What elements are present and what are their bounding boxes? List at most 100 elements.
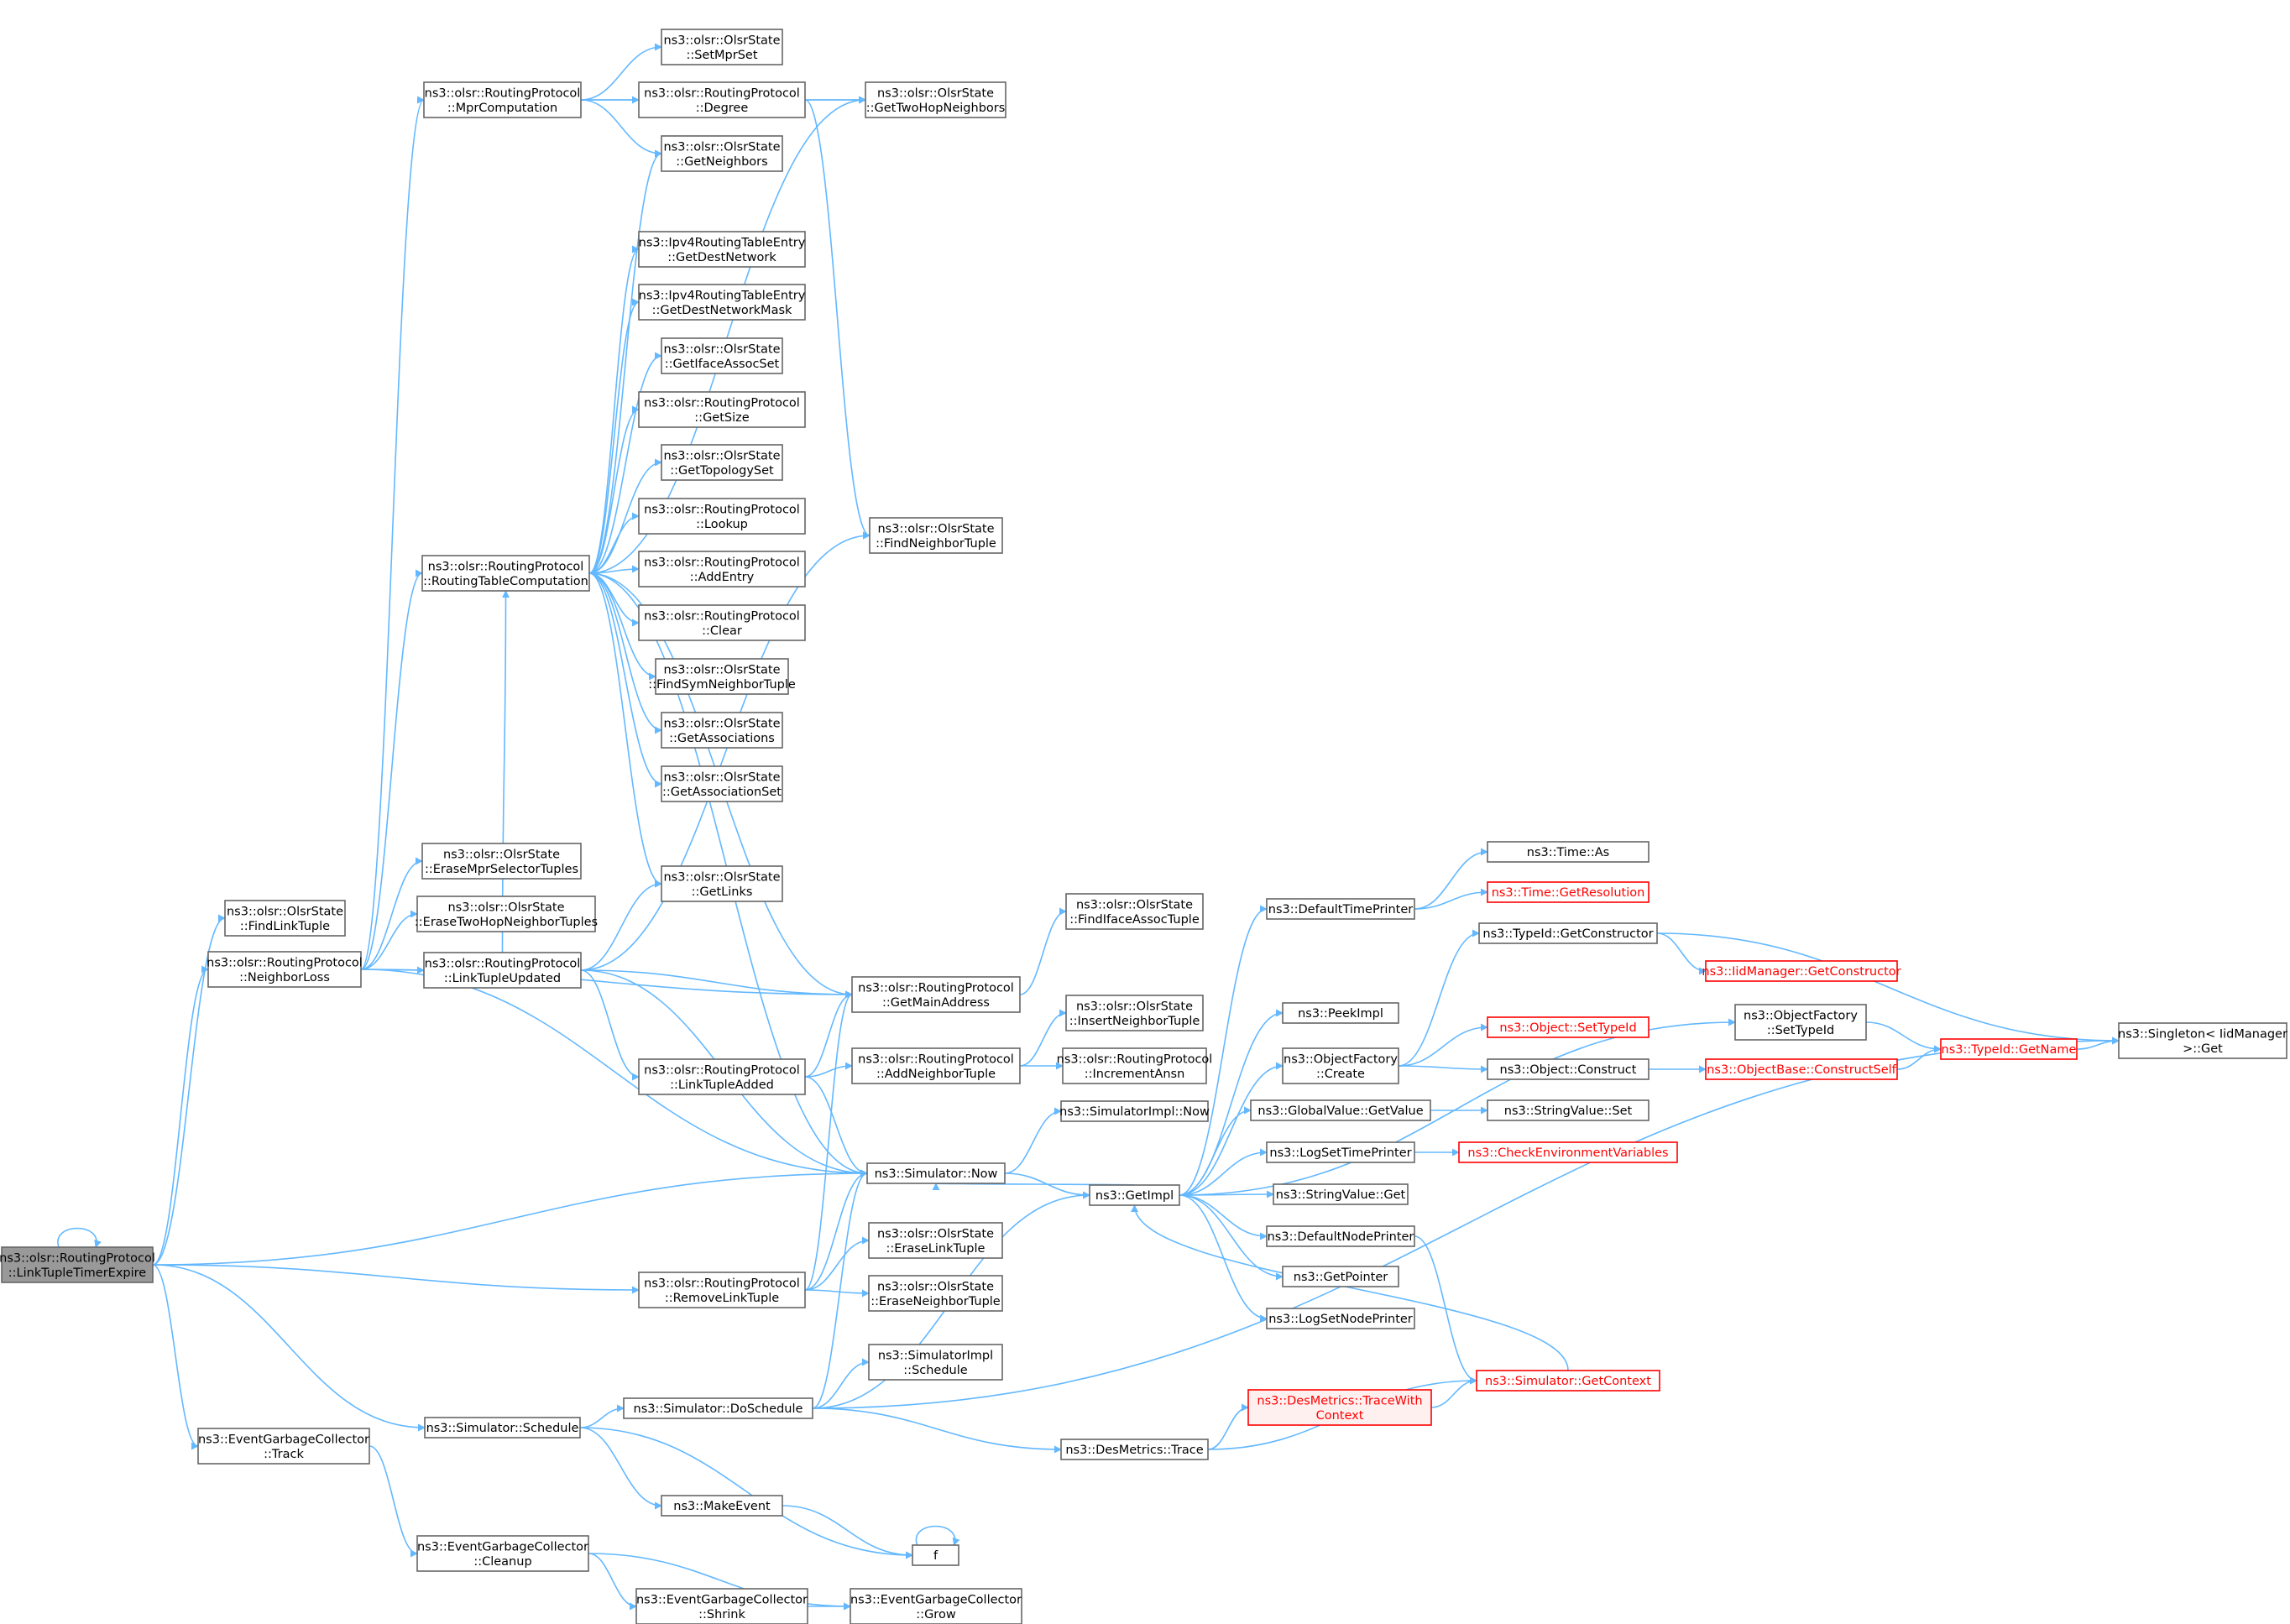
edge-root-to-simNow	[152, 1169, 868, 1266]
edge-rtComp-to-getTwoHop	[588, 96, 866, 574]
node-singletonGet: ns3::Singleton< IidManager>::Get	[2118, 1022, 2287, 1059]
node-box	[1060, 1439, 1209, 1460]
node-egcCleanup: ns3::EventGarbageCollector::Cleanup	[416, 1535, 589, 1572]
node-logSetTimePrinter: ns3::LogSetTimePrinter	[1266, 1141, 1415, 1163]
node-label: ns3::olsr::RoutingProtocol	[425, 957, 581, 970]
node-box	[638, 498, 806, 535]
edge-getImpl-to-stringValueGet	[1179, 1190, 1274, 1198]
node-label: ns3::DefaultTimePrinter	[1268, 903, 1413, 916]
edge-linkTupleUpdated-to-findNeighborTuple	[580, 531, 871, 971]
node-label: ns3::olsr::RoutingProtocol	[644, 86, 800, 100]
node-label: ns3::Simulator::DoSchedule	[634, 1402, 803, 1416]
node-label: ::GetDestNetworkMask	[652, 304, 792, 317]
node-label: ::Create	[1316, 1068, 1365, 1081]
node-box	[1250, 1099, 1431, 1121]
node-label: ns3::olsr::RoutingProtocol	[644, 1063, 800, 1077]
node-label: ns3::GlobalValue::GetValue	[1257, 1104, 1423, 1118]
node-box	[661, 865, 783, 902]
edge-removeLinkTuple-to-getMainAddress	[804, 990, 853, 1291]
node-degree: ns3::olsr::RoutingProtocol::Degree	[638, 81, 806, 118]
node-removeLinkTuple: ns3::olsr::RoutingProtocol::RemoveLinkTu…	[638, 1272, 806, 1308]
node-box	[623, 1397, 813, 1419]
node-label: ::Schedule	[903, 1364, 967, 1377]
node-box	[1487, 841, 1650, 863]
node-label: ns3::olsr::OlsrState	[663, 770, 780, 784]
node-label: ns3::olsr::RoutingProtocol	[644, 556, 800, 569]
edge-linkTupleUpdated-to-linkTupleAdded	[580, 969, 640, 1081]
node-box	[661, 337, 783, 374]
node-box	[655, 658, 789, 695]
edge-removeLinkTuple-to-eraseNeighborTuple	[804, 1289, 870, 1298]
node-label: ns3::olsr::OlsrState	[663, 870, 780, 884]
node-iidMgrGetCons: ns3::IidManager::GetConstructor	[1702, 960, 1901, 982]
edge-layer	[57, 43, 2120, 1611]
node-label: ::GetDestNetwork	[667, 251, 776, 264]
node-box	[869, 517, 1003, 554]
edge-linkTupleAdded-to-simNow	[804, 1076, 868, 1178]
node-doSchedule: ns3::Simulator::DoSchedule	[623, 1397, 813, 1419]
node-label: ns3::olsr::RoutingProtocol	[425, 86, 581, 100]
node-box	[1734, 1004, 1867, 1041]
node-timeAs: ns3::Time::As	[1487, 841, 1650, 863]
node-label: ::FindSymNeighborTuple	[648, 678, 796, 692]
edge-getMainAddress-to-findIfaceAssoc	[1019, 907, 1067, 995]
node-label: ns3::olsr::OlsrState	[663, 449, 780, 462]
node-simGetContext: ns3::Simulator::GetContext	[1476, 1370, 1660, 1392]
node-timeGetRes: ns3::Time::GetResolution	[1487, 881, 1650, 903]
node-globalValueGet: ns3::GlobalValue::GetValue	[1250, 1099, 1431, 1121]
node-mprComp: ns3::olsr::RoutingProtocol::MprComputati…	[423, 81, 582, 118]
edge-linkTupleUpdated-to-getLinks	[580, 880, 662, 971]
edge-getImpl-to-logSetTimePrinter	[1179, 1148, 1268, 1196]
edge-objFactorySetTypeId-to-typeIdGetName	[1865, 1021, 1942, 1053]
node-setMprSet: ns3::olsr::OlsrState::SetMprSet	[661, 29, 783, 65]
node-box	[661, 712, 783, 749]
node-label: ns3::StringValue::Get	[1276, 1188, 1406, 1202]
node-label: ns3::olsr::RoutingProtocol	[1057, 1052, 1213, 1066]
node-box	[1247, 1389, 1432, 1426]
node-label: ns3::DefaultNodePrinter	[1268, 1230, 1414, 1244]
node-f: f	[912, 1544, 959, 1566]
edge-getImpl-to-logSetNodePrinter	[1179, 1194, 1268, 1323]
node-egcTrack: ns3::EventGarbageCollector::Track	[197, 1428, 370, 1465]
node-label: ::FindNeighborTuple	[876, 537, 996, 551]
node-label: ::Track	[264, 1448, 304, 1461]
node-label: ns3::SimulatorImpl::Now	[1059, 1105, 1210, 1119]
node-label: ns3::Simulator::GetContext	[1485, 1375, 1651, 1388]
node-label: ::RemoveLinkTuple	[665, 1292, 779, 1305]
node-box	[423, 81, 582, 118]
node-getDestNetwork: ns3::Ipv4RoutingTableEntry::GetDestNetwo…	[638, 231, 806, 268]
node-label: ::GetTopologySet	[670, 464, 774, 478]
node-box	[1, 1246, 154, 1283]
node-label: ns3::Simulator::Now	[875, 1167, 998, 1181]
edge-simNow-to-simImplNow	[1004, 1107, 1062, 1174]
node-rtComp: ns3::olsr::RoutingProtocol::RoutingTable…	[421, 555, 590, 592]
edge-root-to-egcTrack	[152, 1264, 199, 1450]
node-simNow: ns3::Simulator::Now	[866, 1162, 1006, 1184]
node-getSize: ns3::olsr::RoutingProtocol::GetSize	[638, 391, 806, 428]
edge-doSchedule-to-simImplSchedule	[812, 1358, 870, 1409]
node-label: ns3::PeekImpl	[1298, 1007, 1383, 1021]
edge-rtComp-to-getNeighbors	[588, 149, 662, 574]
edge-addNeighborTuple-to-insertNeighborTuple	[1019, 1009, 1067, 1067]
node-eraseMprSel: ns3::olsr::OlsrState::EraseMprSelectorTu…	[421, 843, 582, 880]
node-layer: ns3::olsr::RoutingProtocol::LinkTupleTim…	[0, 29, 2287, 1624]
node-label: ns3::ObjectFactory	[1744, 1009, 1858, 1022]
node-label: ::Clear	[702, 624, 742, 638]
node-findSymNeighbor: ns3::olsr::OlsrState::FindSymNeighborTup…	[648, 658, 796, 695]
node-label: ::AddEntry	[690, 571, 755, 584]
node-label: ns3::olsr::OlsrState	[663, 34, 780, 47]
node-stringValueSet: ns3::StringValue::Set	[1487, 1099, 1650, 1121]
node-eraseNeighborTuple: ns3::olsr::OlsrState::EraseNeighborTuple	[868, 1275, 1003, 1312]
edge-rtComp-to-getDestNetwork	[588, 245, 640, 574]
edge-neighborLoss-to-rtComp	[360, 569, 423, 970]
node-label: ns3::ObjectFactory	[1284, 1052, 1398, 1066]
node-label: ns3::olsr::OlsrState	[663, 663, 780, 676]
node-getNeighbors: ns3::olsr::OlsrState::GetNeighbors	[661, 135, 783, 172]
node-simSchedule: ns3::Simulator::Schedule	[424, 1417, 581, 1439]
node-box	[661, 29, 783, 65]
node-getLinks: ns3::olsr::OlsrState::GetLinks	[661, 865, 783, 902]
node-box	[421, 555, 590, 592]
node-box	[866, 1162, 1006, 1184]
node-label: ns3::olsr::RoutingProtocol	[858, 981, 1014, 995]
